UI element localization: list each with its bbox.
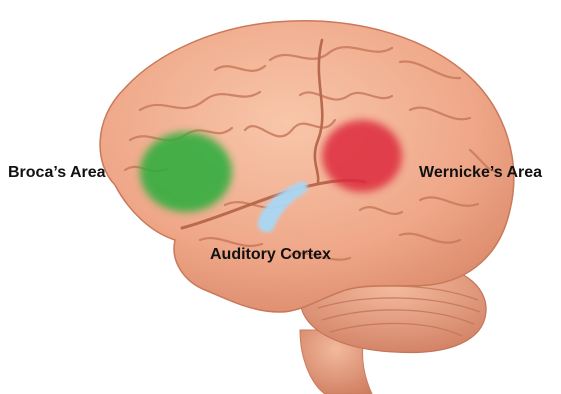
wernicke-region [322,120,402,192]
broca-region [140,132,232,212]
broca-area-label: Broca’s Area [8,164,106,182]
auditory-cortex-label: Auditory Cortex [210,246,331,264]
wernicke-area-label: Wernicke’s Area [419,164,542,182]
